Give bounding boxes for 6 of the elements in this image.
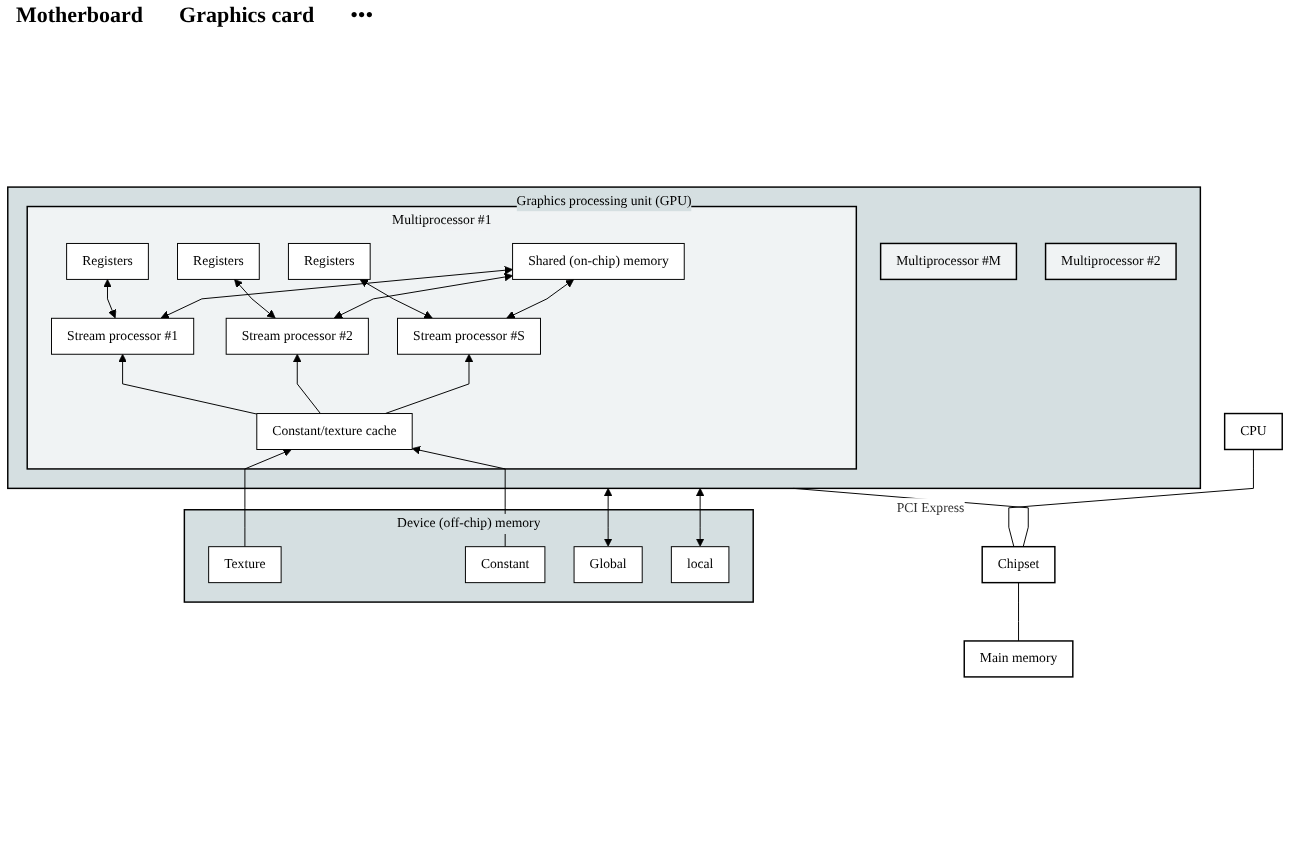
ellipsis-label: ••• [350,4,374,28]
connector [1018,582,1019,642]
section-heading: Graphics card [179,4,315,28]
connector [792,487,1029,548]
section-heading: Motherboard [16,4,144,28]
connector [1008,449,1254,548]
